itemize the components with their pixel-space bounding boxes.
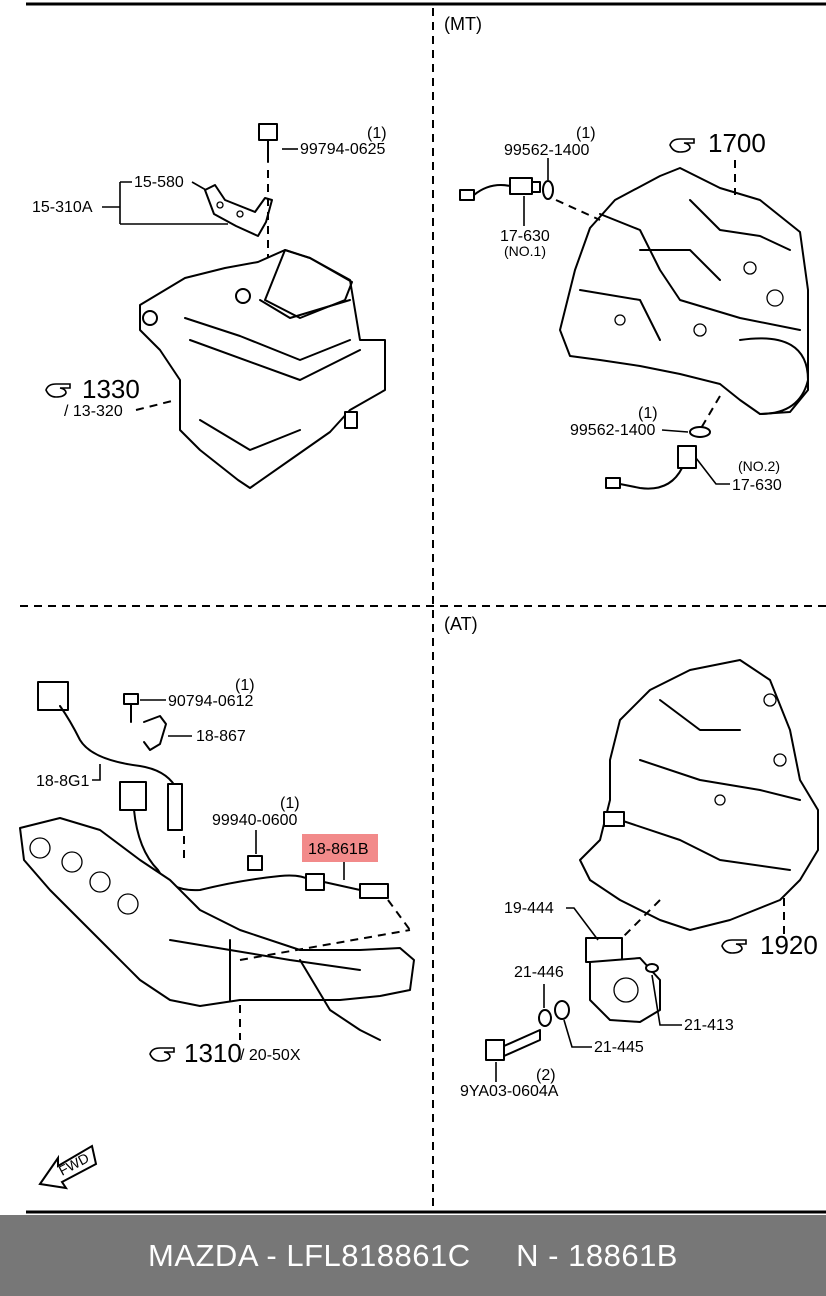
assembly-part-label: 15-310A — [32, 199, 93, 216]
sensor-no1 — [459, 177, 601, 221]
bolt-qty-label-2: (1) — [235, 677, 255, 694]
sensor2-part-label: 17-630 — [732, 477, 782, 494]
bolt-part-label-at: 9YA03-0604A — [460, 1083, 559, 1100]
section-label-at: (AT) — [444, 614, 478, 634]
ref-20-50x-label: / 20-50X — [240, 1047, 301, 1064]
exhaust-manifold — [19, 817, 415, 1041]
ref-13-320-label: / 13-320 — [64, 403, 123, 420]
footer-text: MAZDA - LFL818861C N - 18861B — [148, 1238, 678, 1274]
automatic-transaxle — [579, 659, 819, 931]
ref-1310-pointer: 1310 / 20-50X — [149, 1005, 301, 1068]
ref-1920-pointer: 1920 — [721, 930, 818, 960]
nut-part-label: 99940-0600 — [212, 812, 298, 829]
sensor2-no-label: (NO.2) — [738, 458, 780, 474]
section-label-mt: (MT) — [444, 14, 482, 34]
clip-part-label: 18-867 — [196, 728, 246, 745]
bolt-qty-label-at: (2) — [536, 1067, 556, 1084]
air-cleaner-assembly — [139, 123, 386, 489]
sensor1-part-label: 17-630 — [500, 228, 550, 245]
footer-ref-number: N - 18861B — [516, 1237, 678, 1273]
washer-part-label: 21-446 — [514, 964, 564, 981]
ref-1310-label: 1310 — [184, 1038, 242, 1068]
washer2-part-label: 99562-1400 — [570, 422, 656, 439]
bolt-part-label-2: 90794-0612 — [168, 693, 254, 710]
switch-part-label: 19-444 — [504, 900, 554, 917]
ref-1330-pointer: 1330 / 13-320 — [45, 374, 177, 420]
footer-bar: MAZDA - LFL818861C N - 18861B — [0, 1215, 826, 1296]
bolt-part-label: 99794-0625 — [300, 141, 386, 158]
washer1-part-label: 99562-1400 — [504, 142, 590, 159]
bracket-part-label: 15-580 — [134, 174, 184, 191]
position-switch — [485, 899, 661, 1061]
highlight-box — [302, 834, 378, 862]
washer2-part-label-at: 21-445 — [594, 1039, 644, 1056]
oxygen-sensor-front — [37, 681, 185, 862]
bolt-qty-label: (1) — [367, 125, 387, 142]
sensor-front-label: 18-8G1 — [36, 773, 89, 790]
nut — [247, 855, 263, 871]
oxygen-sensor-rear — [119, 781, 411, 931]
sensor-no2 — [605, 395, 721, 490]
ref-1700-label: 1700 — [708, 128, 766, 158]
fwd-arrow-icon: FWD — [38, 1144, 98, 1190]
manual-transaxle — [559, 167, 809, 415]
parts-diagram: (MT) (AT) (1) 99794-0625 15-580 15-310A … — [19, 2, 826, 1214]
nut-qty-label: (1) — [280, 795, 300, 812]
bolt-clip — [123, 693, 167, 751]
sensor1-no-label: (NO.1) — [504, 243, 546, 259]
ref-1700-pointer: 1700 — [669, 128, 766, 158]
seal-part-label: 21-413 — [684, 1017, 734, 1034]
footer-part-number: MAZDA - LFL818861C — [148, 1237, 471, 1273]
sensor-rear-label: 18-861B — [308, 841, 369, 858]
ref-1330-label: 1330 — [82, 374, 140, 404]
washer1-qty-label: (1) — [576, 125, 596, 142]
washer2-qty-label: (1) — [638, 405, 658, 422]
ref-1920-label: 1920 — [760, 930, 818, 960]
